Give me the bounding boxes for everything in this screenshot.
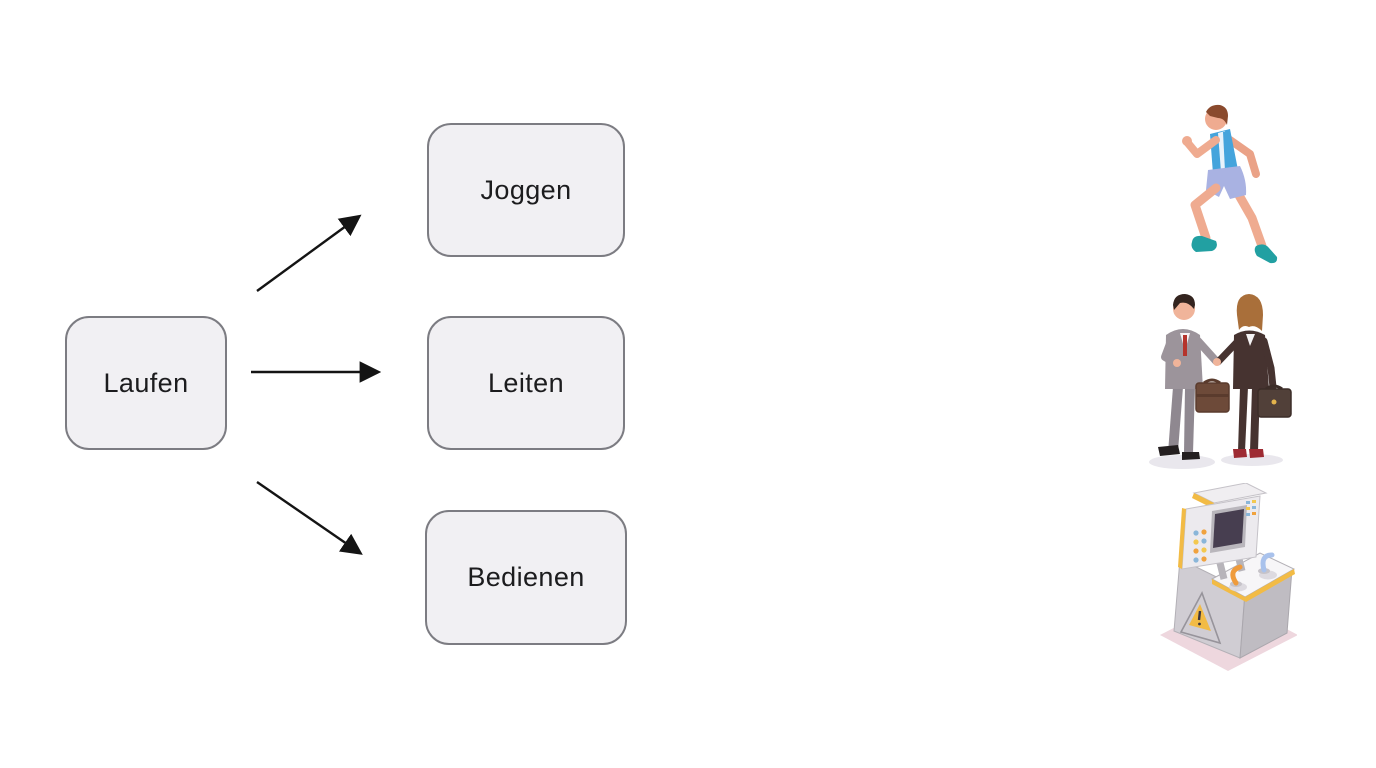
- arrow-laufen-bedienen: [256, 481, 363, 555]
- business-people-icon: [1149, 294, 1292, 469]
- machine-illustration[interactable]: [1152, 483, 1297, 678]
- node-leiten[interactable]: Leiten: [427, 316, 625, 450]
- runner-icon: [1182, 104, 1278, 264]
- handshake-illustration[interactable]: [1138, 283, 1293, 478]
- node-joggen-label: Joggen: [480, 174, 572, 205]
- runner-illustration[interactable]: [1180, 96, 1290, 276]
- node-leiten-label: Leiten: [488, 367, 564, 398]
- machine-console-icon: [1160, 483, 1297, 671]
- node-bedienen-label: Bedienen: [467, 562, 585, 592]
- node-joggen[interactable]: Joggen: [427, 123, 625, 257]
- arrow-laufen-joggen: [256, 214, 362, 292]
- node-laufen-label: Laufen: [103, 367, 189, 398]
- node-bedienen[interactable]: Bedienen: [425, 510, 627, 645]
- node-laufen[interactable]: Laufen: [65, 316, 227, 450]
